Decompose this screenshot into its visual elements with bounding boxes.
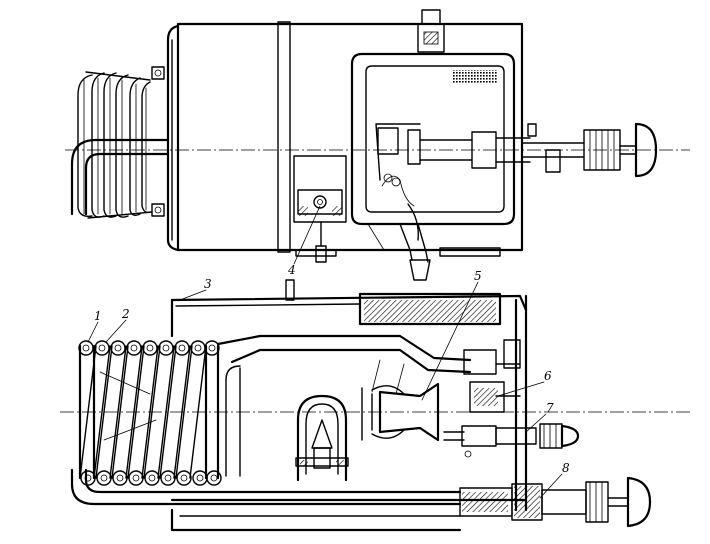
callout-3: 3 xyxy=(204,277,212,291)
section-handle-7 xyxy=(495,423,580,449)
section-valve-stack xyxy=(443,339,521,458)
top-drum-body xyxy=(176,22,524,252)
callout-7: 7 xyxy=(546,401,554,415)
callout-1: 1 xyxy=(94,309,102,323)
top-fitting xyxy=(417,9,445,53)
top-inlet-pipe xyxy=(70,138,170,216)
top-coil-bundle xyxy=(77,71,153,219)
section-outlet-valve xyxy=(459,476,652,528)
top-drum-band xyxy=(277,21,291,253)
callout-4: 4 xyxy=(287,263,296,277)
top-flange-bolts xyxy=(151,66,165,217)
section-coil xyxy=(78,340,222,486)
section-glow-plug xyxy=(295,394,349,482)
callout-5: 5 xyxy=(474,269,482,283)
top-handle-assembly xyxy=(521,122,658,178)
top-drum-cap xyxy=(166,24,180,252)
section-burner-nozzle xyxy=(361,281,479,442)
callout-leaders xyxy=(87,289,563,499)
top-junction-box xyxy=(293,155,347,263)
section-housing xyxy=(170,279,528,532)
section-view xyxy=(60,279,690,532)
callout-2: 2 xyxy=(121,307,130,321)
callout-4-leader xyxy=(293,205,321,265)
callout-6: 6 xyxy=(544,369,552,383)
section-return-pipe xyxy=(70,468,462,506)
top-view xyxy=(65,9,690,281)
callout-labels: 1 2 3 4 5 6 7 8 xyxy=(94,263,570,475)
top-window-frame xyxy=(350,52,516,226)
section-supply-tube xyxy=(216,334,472,477)
top-drain-pipes xyxy=(367,203,431,281)
callout-8: 8 xyxy=(562,461,570,475)
top-inner-valve xyxy=(375,123,531,207)
